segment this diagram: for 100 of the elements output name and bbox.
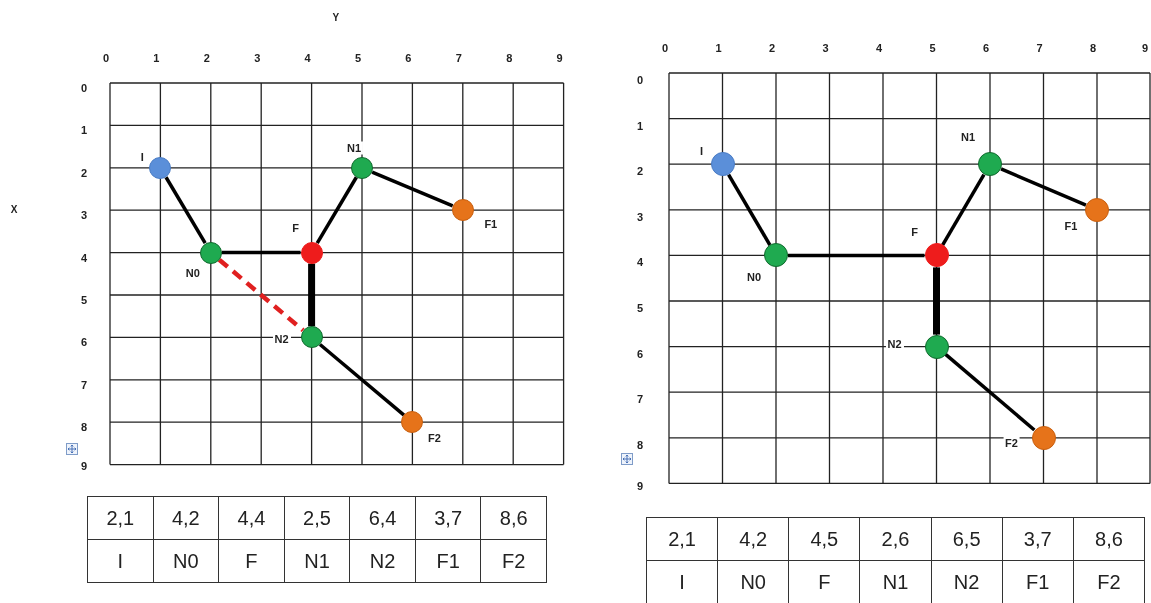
connector-line <box>308 263 316 327</box>
node-circle <box>1085 197 1109 222</box>
node-label: N2 <box>885 337 904 351</box>
axis-tick-label: 4 <box>875 42 883 54</box>
node-circle <box>1031 425 1056 450</box>
node-label: I <box>697 144 706 158</box>
connector-line <box>315 176 358 245</box>
axis-tick-label: 5 <box>80 294 88 306</box>
axis-tick-label: 3 <box>80 209 88 221</box>
axis-tick-label: 7 <box>455 52 462 64</box>
node-name-cell: I <box>88 540 154 583</box>
node-circle <box>300 241 323 264</box>
axis-tick-label: 9 <box>556 52 563 64</box>
node-name-cell: N0 <box>718 561 790 603</box>
axis-tick-label: 3 <box>636 211 644 223</box>
node-circle <box>149 156 172 179</box>
dashed-connector <box>217 257 305 333</box>
connector-line <box>941 173 986 246</box>
axis-tick-label: 2 <box>636 165 644 177</box>
axis-tick-label: 9 <box>80 460 88 472</box>
node-name-cell: F <box>789 561 861 603</box>
connector-line <box>944 353 1036 432</box>
node-label: F1 <box>1062 219 1080 233</box>
coordinate-cell: 3,7 <box>1002 518 1074 561</box>
axis-tick-label: 2 <box>768 42 776 54</box>
node-label: N1 <box>958 130 978 144</box>
node-name-cell: F <box>219 540 285 583</box>
axis-tick-label: 8 <box>80 421 88 433</box>
axis-tick-label: 0 <box>661 42 669 54</box>
node-label: N2 <box>272 332 291 346</box>
axis-tick-label: 4 <box>80 252 88 264</box>
node-name-cell: N2 <box>350 540 416 583</box>
axis-tick-label: 6 <box>405 52 412 64</box>
node-circle <box>764 243 788 268</box>
node-circle <box>924 334 949 359</box>
node-label: F <box>909 225 920 239</box>
coordinate-cell: 6,5 <box>931 518 1003 561</box>
connector-line <box>371 170 454 208</box>
coordinate-cell: 2,1 <box>647 518 719 561</box>
axis-tick-label: 1 <box>153 52 160 64</box>
connector-line <box>788 253 925 258</box>
axis-title: X <box>10 205 18 216</box>
axis-tick-label: 1 <box>636 120 644 132</box>
axis-tick-label: 6 <box>636 348 644 360</box>
node-label: F2 <box>1003 436 1020 450</box>
axis-tick-label: 6 <box>80 336 88 348</box>
node-circle <box>401 411 424 434</box>
coordinate-cell: 3,7 <box>415 497 482 540</box>
axis-tick-label: 7 <box>636 393 644 405</box>
axis-tick-label: 9 <box>636 480 644 492</box>
coordinate-cell: 8,6 <box>1073 518 1145 561</box>
node-name-cell: F1 <box>1002 561 1074 603</box>
node-label: F <box>290 221 301 235</box>
connector-line <box>933 267 940 335</box>
coordinate-cell: 6,4 <box>350 497 416 540</box>
coordinate-cell: 2,5 <box>284 497 351 540</box>
axis-tick-label: 5 <box>929 42 936 54</box>
axis-tick-label: 4 <box>304 52 311 64</box>
axis-tick-label: 5 <box>354 52 362 64</box>
node-name-cell: I <box>647 561 719 603</box>
axis-tick-label: 0 <box>636 74 644 86</box>
node-label: N0 <box>744 270 764 284</box>
node-label: I <box>138 150 146 164</box>
node-circle <box>199 241 222 264</box>
axis-tick-label: 8 <box>1089 42 1097 54</box>
axis-tick-label: 8 <box>506 52 513 64</box>
axis-tick-label: 2 <box>203 52 210 64</box>
axis-tick-label: 8 <box>636 439 644 451</box>
axis-tick-label: 6 <box>982 42 990 54</box>
node-label: F1 <box>482 217 500 231</box>
node-name-cell: F1 <box>415 540 482 583</box>
connector-line <box>727 173 772 246</box>
coordinate-cell: 4,4 <box>219 497 285 540</box>
axis-tick-label: 1 <box>80 124 88 136</box>
axis-title: Y <box>332 13 340 23</box>
node-name-cell: N1 <box>860 561 932 603</box>
node-name-cell: N2 <box>931 561 1003 603</box>
axis-tick-label: 2 <box>80 167 88 179</box>
axis-tick-label: 4 <box>636 256 644 268</box>
node-name-cell: N1 <box>284 540 351 583</box>
node-circle <box>351 156 373 179</box>
axis-tick-label: 7 <box>1036 42 1043 54</box>
axis-tick-label: 0 <box>102 52 110 64</box>
node-circle <box>924 243 949 268</box>
axis-tick-label: 1 <box>715 42 722 54</box>
axis-tick-label: 0 <box>80 82 88 94</box>
axis-tick-label: 3 <box>254 52 261 64</box>
node-label: N1 <box>344 141 364 155</box>
coordinate-cell: 2,1 <box>88 497 154 540</box>
node-name-cell: N0 <box>153 540 220 583</box>
axis-tick-label: 7 <box>80 379 88 391</box>
coordinate-cell: 4,2 <box>718 518 790 561</box>
connector-line <box>221 250 301 255</box>
coordinate-cell: 4,2 <box>153 497 220 540</box>
axis-tick-label: 3 <box>822 42 829 54</box>
node-circle <box>300 326 323 349</box>
axis-tick-label: 9 <box>1141 42 1149 54</box>
node-label: F2 <box>425 431 443 445</box>
connector-line <box>164 176 207 245</box>
axis-tick-label: 5 <box>636 302 644 314</box>
